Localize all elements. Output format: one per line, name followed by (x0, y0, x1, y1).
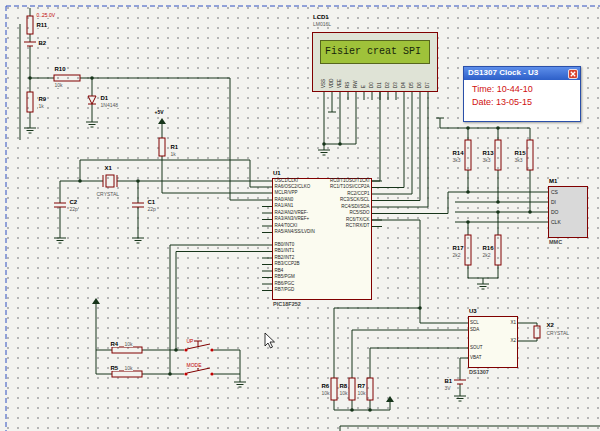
part-reference: C2 (69, 199, 78, 205)
part-value: 10k (124, 366, 133, 371)
note-label: MODE (186, 363, 202, 368)
part-reference: R11 (36, 22, 48, 28)
part-reference: C1 (147, 199, 156, 205)
part-value: PIC18F252 (273, 301, 301, 307)
part-reference: R13 (482, 150, 494, 156)
part-reference: R6 (321, 383, 330, 389)
part-reference: R9 (38, 96, 47, 102)
part-value: 3k3 (482, 158, 491, 163)
part-value: LM016L (313, 22, 331, 28)
part-value: 1N4148 (100, 103, 119, 108)
lcd-display: Fisier creat SPILCD1LM016L (312, 32, 438, 92)
part-reference: D1 (100, 95, 109, 101)
part-reference: U1 (273, 170, 281, 177)
part-reference: +5V (154, 110, 164, 115)
part-reference: B1 (444, 378, 453, 384)
part-reference: B2 (38, 40, 47, 46)
note-label: UP (186, 339, 194, 344)
clock-reading: Time: 10-44-10 (472, 85, 533, 95)
signal-wire (372, 92, 380, 181)
part-reference: R5 (110, 365, 119, 371)
part-value: 2k2 (482, 253, 491, 258)
part-reference: R10 (54, 66, 66, 72)
part-value: 10k (321, 391, 330, 396)
part-value: 22p (147, 207, 156, 212)
clock-window: DS1307 Clock - U3 Time: 10-44-10Date: 13-… (463, 66, 581, 122)
part-value: CRYSTAL (96, 192, 120, 197)
part-reference: M1 (549, 178, 557, 185)
part-reference: LCD1 (313, 14, 329, 21)
rtc-chip: U3DS1307 (468, 316, 518, 368)
part-reference: X2 (546, 322, 554, 328)
part-value: 1k (38, 104, 44, 109)
part-reference: R4 (110, 341, 119, 347)
part-value: 10k (124, 342, 133, 347)
part-reference: U3 (469, 308, 477, 315)
microcontroller-chip: U1PIC18F252 (272, 178, 372, 300)
part-value: MMC (549, 239, 562, 245)
part-value: 10k (339, 391, 348, 396)
part-reference: R16 (482, 245, 494, 251)
mmc-card: M1MMC (548, 186, 588, 238)
close-button (568, 69, 578, 79)
note-label: 0..25.0V (36, 13, 56, 18)
part-reference: R15 (514, 150, 526, 156)
part-reference: X1 (104, 165, 112, 171)
part-reference: R8 (339, 383, 348, 389)
part-reference: R17 (452, 245, 464, 251)
clock-reading: Date: 13-05-15 (472, 98, 532, 108)
part-reference: R14 (452, 150, 464, 156)
lcd-text: Fisier creat SPI (325, 45, 421, 59)
part-value: 10k (54, 83, 63, 88)
part-value: 3V (444, 386, 451, 391)
part-value: 22p (69, 207, 78, 212)
signal-wire (372, 192, 548, 214)
title-bar: DS1307 Clock - U3 (464, 67, 580, 80)
part-value: 1k (170, 152, 176, 157)
signal-wire (372, 220, 468, 323)
part-value: DS1307 (469, 369, 489, 375)
part-value: 3k3 (452, 158, 461, 163)
lcd-screen: Fisier creat SPI (320, 40, 430, 64)
part-value: 3k3 (514, 158, 523, 163)
part-value: 2k2 (452, 253, 461, 258)
part-value: CRYSTAL (546, 331, 570, 336)
window-title: DS1307 Clock - U3 (468, 69, 538, 78)
part-reference: R1 (170, 144, 179, 150)
part-value: 10k (357, 391, 366, 396)
part-reference: R7 (357, 383, 366, 389)
